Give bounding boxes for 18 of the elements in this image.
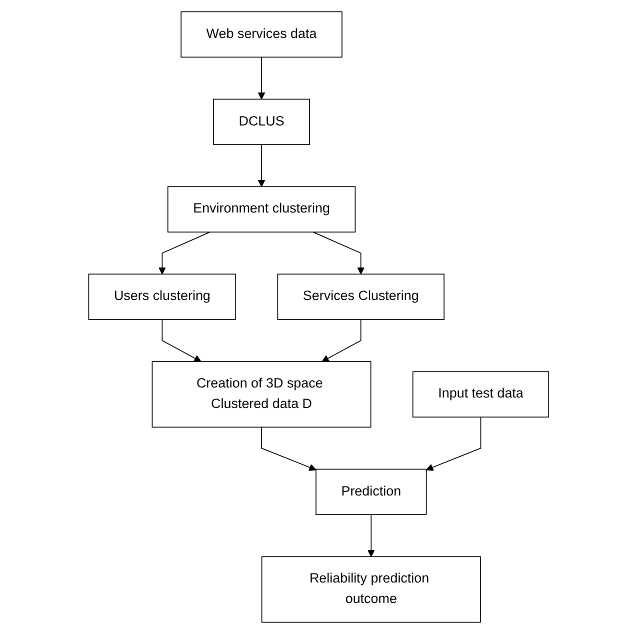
- node-box: Reliability prediction outcome: [261, 556, 481, 623]
- arrow: [322, 319, 362, 362]
- arrow: [260, 426, 316, 471]
- node-box: Environment clustering: [167, 186, 356, 232]
- node-box: Web services data: [180, 11, 342, 58]
- arrow: [258, 144, 266, 187]
- arrow: [312, 232, 364, 274]
- arrow: [258, 56, 266, 100]
- node-box: Users clustering: [88, 274, 236, 320]
- node-box: Input test data: [412, 371, 549, 418]
- arrow: [158, 232, 210, 274]
- node-box: Prediction: [315, 468, 427, 516]
- arrow: [367, 514, 375, 557]
- arrow: [162, 319, 202, 362]
- arrow: [426, 416, 481, 471]
- node-box: Services Clustering: [277, 274, 444, 320]
- node-box: Creation of 3D space Clustered data D: [152, 361, 372, 428]
- node-box: DCLUS: [212, 98, 310, 146]
